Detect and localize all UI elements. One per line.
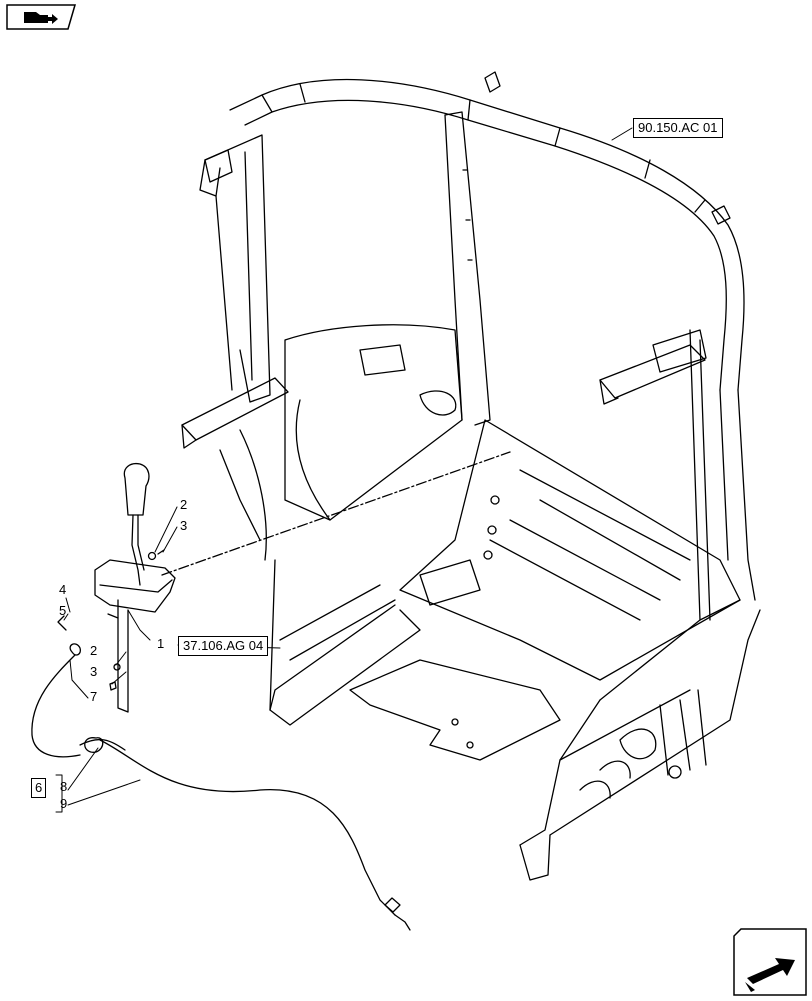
callout-5: 5 <box>59 603 67 618</box>
callout-2-upper: 2 <box>180 497 188 512</box>
rear-left-post <box>444 111 491 426</box>
reference-shift-lever[interactable]: 37.106.AG 04 <box>178 636 269 656</box>
callout-leaders <box>55 127 633 813</box>
next-page-arrow-icon <box>733 928 807 996</box>
left-sill <box>269 559 421 726</box>
shift-cable <box>31 654 411 931</box>
mounting-leader <box>161 451 511 576</box>
cross-beams <box>181 329 707 449</box>
callout-4: 4 <box>59 582 67 597</box>
front-left-post <box>199 134 271 403</box>
callout-3-lower: 3 <box>90 664 98 679</box>
callout-2-lower: 2 <box>90 643 98 658</box>
right-sill <box>519 599 761 881</box>
book-arrow-icon <box>6 4 76 30</box>
callout-8: 8 <box>60 779 68 794</box>
reference-cab-frame[interactable]: 90.150.AC 01 <box>633 118 723 138</box>
shift-lever-assembly <box>57 462 176 713</box>
callout-9: 9 <box>60 796 68 811</box>
next-page-button[interactable] <box>733 928 807 996</box>
book-nav-button[interactable] <box>6 4 76 30</box>
kit-reference-box: 6 <box>31 778 47 798</box>
floor-plate <box>349 659 561 761</box>
rear-wall <box>219 324 463 561</box>
rear-right-post <box>689 329 756 621</box>
callout-7: 7 <box>90 689 98 704</box>
callout-3-upper: 3 <box>180 518 188 533</box>
callout-1: 1 <box>157 636 165 651</box>
cab-floor <box>399 419 741 681</box>
rops-arch <box>229 71 745 391</box>
